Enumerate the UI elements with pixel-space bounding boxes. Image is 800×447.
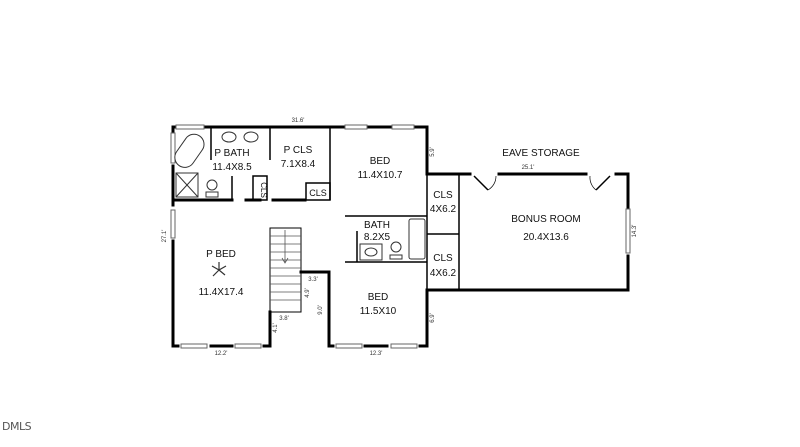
room-size-p-cls: 7.1X8.4 [281, 159, 316, 170]
window [234, 343, 262, 349]
stair-arrow-icon [281, 257, 289, 264]
room-size-bath: 8.2X5 [364, 232, 391, 243]
room-name-eave-storage: EAVE STORAGE [502, 148, 580, 159]
room-size-cls-lower: 4X6.2 [430, 268, 457, 279]
room-size-bonus-room: 20.4X13.6 [523, 232, 569, 243]
room-name-bed-1: BED [370, 156, 391, 167]
room-name-p-bath: P BATH [214, 148, 249, 159]
window [625, 208, 631, 254]
dim-stair-landing-h: 4.9' [305, 288, 311, 298]
watermark: DMLS [2, 420, 32, 433]
room-name-p-bed: P BED [206, 249, 236, 260]
room-name-bath: BATH [364, 220, 390, 231]
room-size-bed-2: 11.5X10 [360, 306, 397, 317]
room-name-bed-2: BED [368, 292, 389, 303]
room-name-cls-lower: CLS [433, 253, 453, 264]
window [335, 343, 363, 349]
dim-bonus-right: 14.3' [632, 225, 638, 238]
dim-stair-landing-w: 3.3' [308, 277, 318, 283]
dim-eave-width: 25.1' [522, 165, 535, 171]
dim-stair-wall: 4.1' [273, 323, 279, 333]
closet [252, 175, 268, 201]
room-name-cls-upper: CLS [433, 190, 453, 201]
window [391, 124, 415, 130]
window [175, 124, 205, 130]
sink [364, 247, 378, 257]
sink [221, 131, 237, 143]
room-name-bonus-room: BONUS ROOM [511, 214, 580, 225]
room-size-bed-1: 11.4X10.7 [358, 170, 403, 181]
dim-bed2-bottom: 12.3' [370, 351, 383, 357]
bathtub [408, 218, 426, 260]
dim-pbed-bottom: 12.2' [215, 351, 228, 357]
dim-stair-bottom: 3.8' [279, 316, 289, 322]
room-name-cls-small-2: CLS [309, 188, 327, 198]
window [390, 343, 418, 349]
room-name-p-cls: P CLS [284, 145, 313, 156]
room-name-cls-small-1: CLS [259, 182, 268, 198]
dim-left-height: 27.1' [162, 230, 168, 243]
bathtub [174, 133, 205, 168]
stair-treads [270, 230, 301, 301]
dim-bed2-right: 6.9' [430, 313, 436, 323]
door-swing [487, 175, 497, 191]
door [595, 175, 611, 191]
window [170, 132, 176, 164]
window [344, 124, 368, 130]
door [473, 175, 489, 191]
toilet [390, 241, 402, 253]
toilet [206, 179, 218, 191]
window [170, 209, 176, 239]
room-size-p-bath: 11.4X8.5 [212, 162, 252, 173]
window [180, 343, 208, 349]
sink [243, 131, 259, 143]
room-size-p-bed: 11.4X17.4 [199, 287, 244, 298]
ceiling-fan-icon [211, 262, 227, 277]
room-size-cls-upper: 4X6.2 [430, 204, 457, 215]
dim-bed1-wall: 5.9' [430, 147, 436, 157]
staircase [269, 227, 302, 313]
dim-hall-wall: 9.0' [318, 305, 324, 315]
door-swing [589, 175, 597, 191]
dim-top-width: 31.6' [292, 118, 305, 124]
